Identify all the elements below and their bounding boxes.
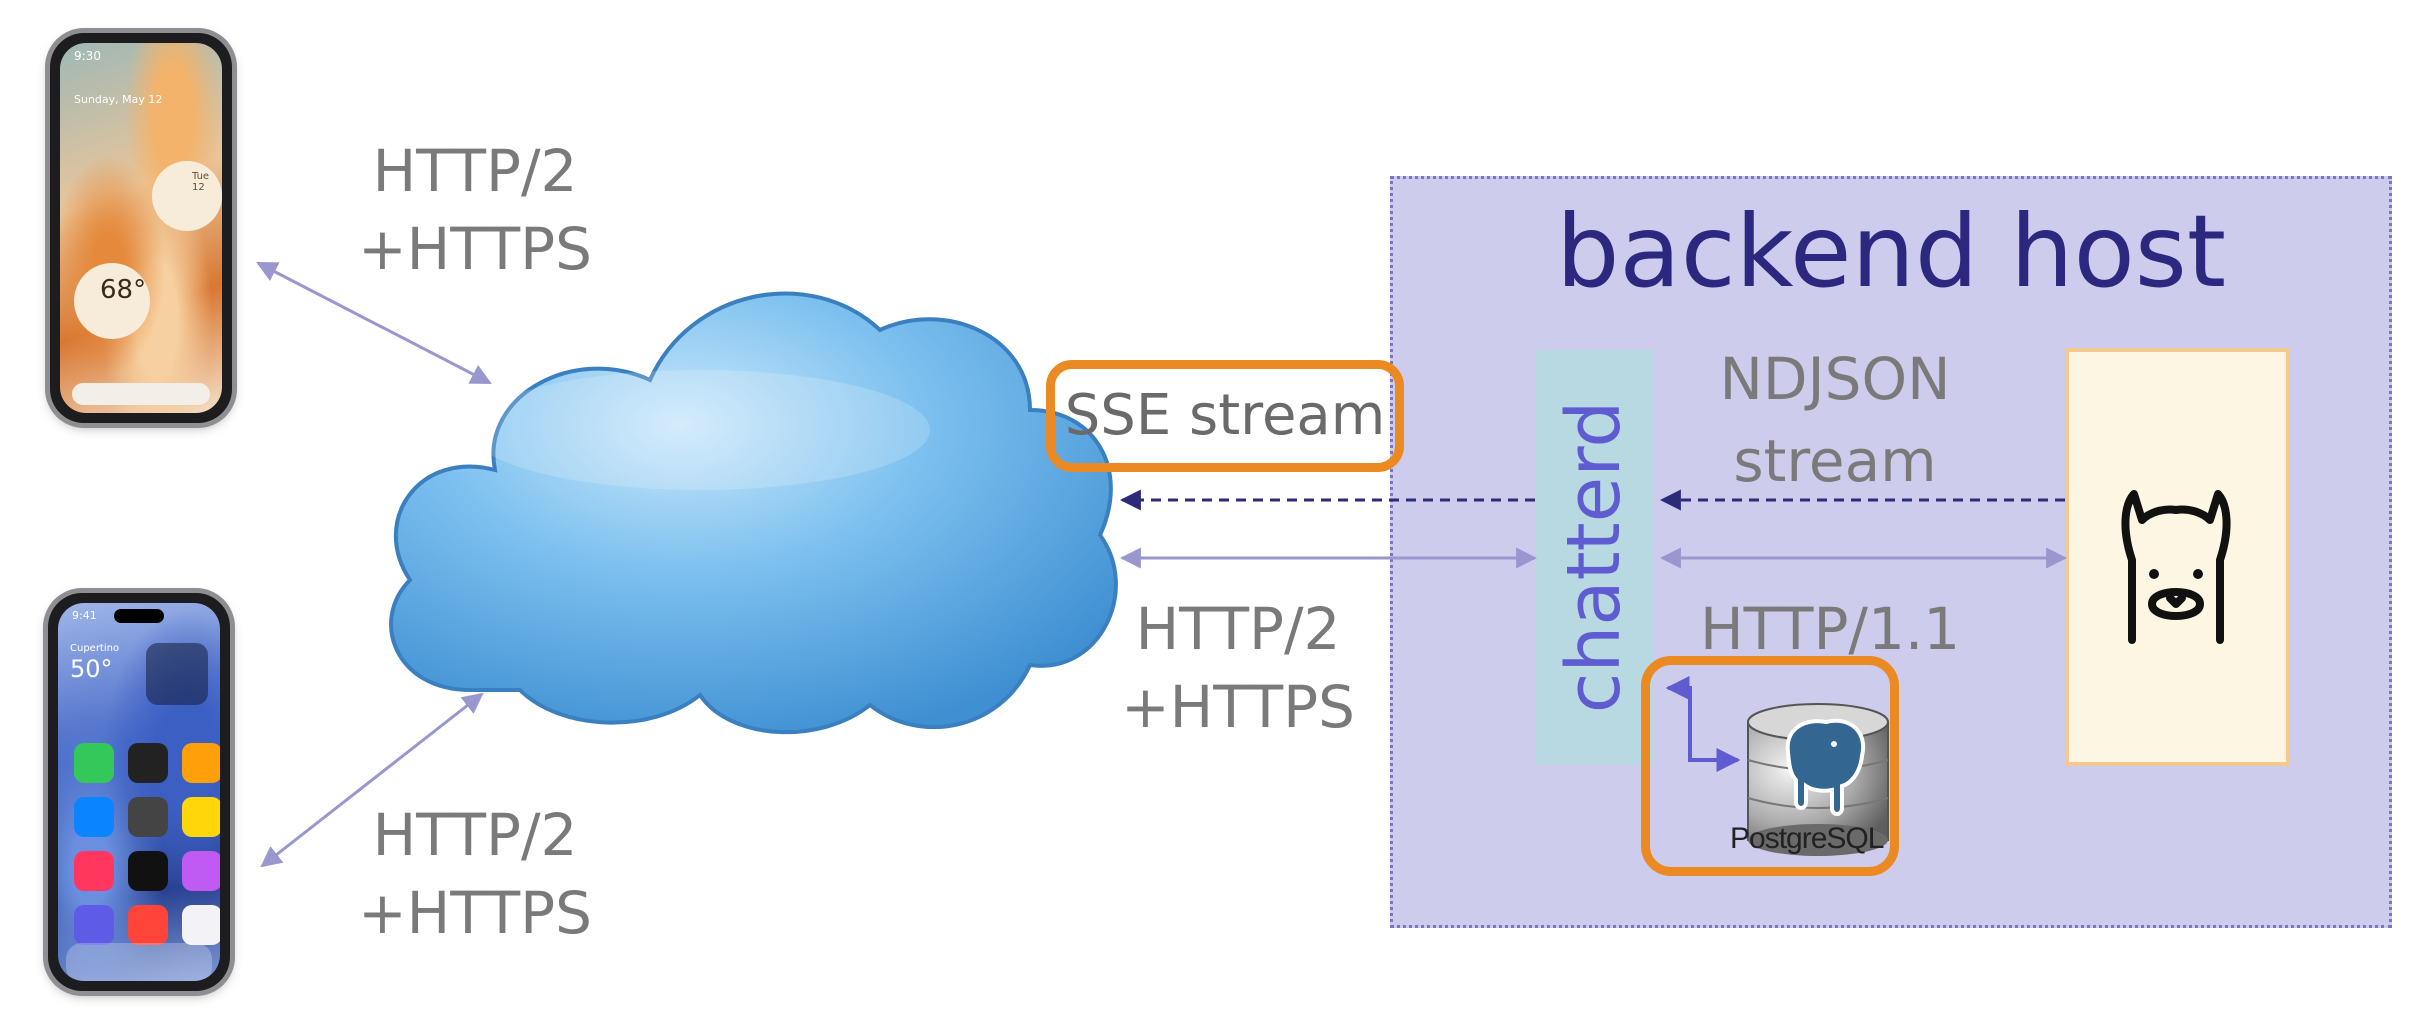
postgresql-label: PostgreSQL xyxy=(1730,822,1884,855)
android-search-bar xyxy=(72,383,210,405)
cloud-icon xyxy=(389,291,1118,735)
sse-stream-label: SSE stream xyxy=(1064,383,1386,448)
app-icon xyxy=(128,905,168,945)
app-icon xyxy=(74,797,114,837)
postgres-highlight xyxy=(1641,656,1899,876)
app-icon xyxy=(128,743,168,783)
iphone-cloud-arrow xyxy=(260,692,484,868)
android-link-label: HTTP/2 +HTTPS xyxy=(355,132,595,288)
android-cloud-arrow xyxy=(256,261,492,385)
http11-label: HTTP/1.1 xyxy=(1700,595,1961,663)
app-icon xyxy=(182,743,220,783)
cloud-link-line1: HTTP/2 xyxy=(1135,595,1341,663)
ios-link-line1: HTTP/2 xyxy=(372,801,578,869)
app-icon xyxy=(74,905,114,945)
android-clock-widget xyxy=(152,161,222,231)
chatterd-box xyxy=(1535,350,1653,765)
ndjson-line1: NDJSON xyxy=(1719,345,1951,413)
iphone-icon: 9:41 Cupertino 50° xyxy=(48,593,230,991)
ios-calendar-widget xyxy=(146,643,208,705)
app-icon xyxy=(74,851,114,891)
app-icon xyxy=(128,851,168,891)
ios-location: Cupertino xyxy=(70,643,120,654)
android-temperature: 68° xyxy=(100,275,147,305)
android-clock-day: Tue 12 xyxy=(192,171,210,193)
iphone-screen: 9:41 Cupertino 50° xyxy=(58,603,220,981)
cloud-link-label: HTTP/2 +HTTPS xyxy=(1118,590,1358,746)
android-link-line1: HTTP/2 xyxy=(372,137,578,205)
app-icon xyxy=(182,797,220,837)
cloud-link-line2: +HTTPS xyxy=(1121,673,1355,741)
app-icon xyxy=(182,905,220,945)
ndjson-label: NDJSON stream xyxy=(1695,338,1975,502)
app-icon xyxy=(74,743,114,783)
ios-status-time: 9:41 xyxy=(72,609,97,622)
android-weather-widget xyxy=(74,263,150,339)
ios-link-label: HTTP/2 +HTTPS xyxy=(355,796,595,952)
app-icon xyxy=(182,851,220,891)
llama-icon xyxy=(2121,490,2231,644)
backend-host-title: backend host xyxy=(1555,193,2227,310)
dynamic-island xyxy=(114,609,164,623)
ios-app-grid xyxy=(74,743,220,945)
ios-dock xyxy=(66,943,212,981)
android-screen: 9:30 Sunday, May 12 Tue 12 68° xyxy=(60,43,222,413)
ios-link-line2: +HTTPS xyxy=(358,879,592,947)
app-icon xyxy=(128,797,168,837)
android-phone-icon: 9:30 Sunday, May 12 Tue 12 68° xyxy=(50,33,232,423)
android-link-line2: +HTTPS xyxy=(358,215,592,283)
postgresql-elephant-icon xyxy=(1785,718,1866,816)
sse-stream-highlight xyxy=(1046,360,1404,472)
ios-temperature: 50° xyxy=(70,655,113,683)
ndjson-line2: stream xyxy=(1733,427,1937,495)
android-status-time: 9:30 xyxy=(74,49,101,63)
chatterd-postgres-arrow xyxy=(1665,676,1741,772)
android-date: Sunday, May 12 xyxy=(74,93,163,106)
